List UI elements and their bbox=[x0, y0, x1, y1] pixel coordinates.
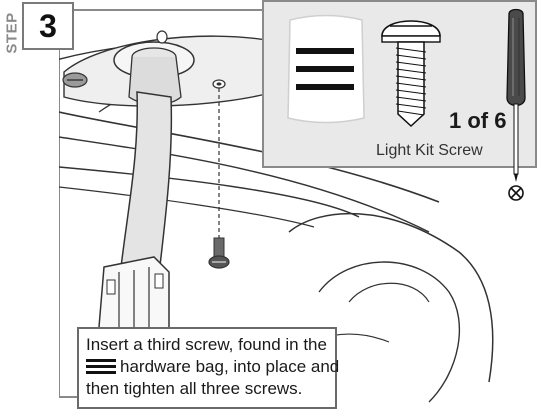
caption-line-3: then tighten all three screws. bbox=[86, 379, 303, 398]
step-word: STEP bbox=[3, 12, 21, 54]
quantity-label: 1 of 6 bbox=[449, 108, 507, 133]
caption-line-2: hardware bag, into place and bbox=[120, 357, 340, 376]
screw-icon bbox=[376, 10, 446, 128]
fan-housing-drawing bbox=[59, 9, 494, 403]
hardware-inset-panel: 1 of 6 Light Kit Screw bbox=[262, 0, 537, 168]
step-number-box: 3 bbox=[22, 2, 74, 50]
fan-mounting-illustration bbox=[59, 2, 537, 412]
caption-line-1: Insert a third screw, found in the bbox=[86, 335, 327, 354]
step-number: 3 bbox=[39, 7, 57, 44]
hardware-bag-glyph-icon bbox=[86, 359, 116, 374]
part-name-label: Light Kit Screw bbox=[376, 142, 483, 159]
hardware-bag-icon bbox=[284, 14, 368, 124]
step-word-label: STEP bbox=[0, 3, 22, 63]
phillips-screwdriver-icon bbox=[500, 8, 536, 204]
caption-line-2-wrapper: hardware bag, into place and bbox=[86, 356, 339, 378]
instruction-caption: Insert a third screw, found in the hardw… bbox=[77, 327, 339, 409]
